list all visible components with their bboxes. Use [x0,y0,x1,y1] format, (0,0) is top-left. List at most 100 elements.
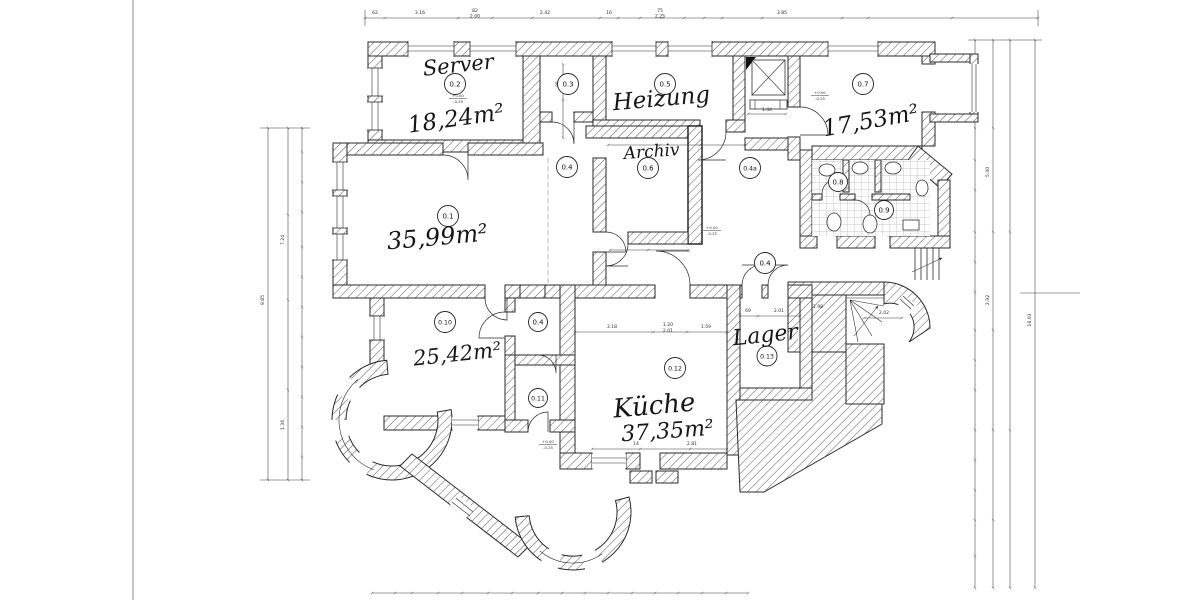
toilet-icon [862,214,878,234]
dim-top-5: 2.42 [540,10,550,16]
sink-icon [915,179,929,197]
room-area-0-7: 17,53m² [821,100,921,142]
room-id-label: 0.4 [759,260,771,268]
dim-lager-2: 2.01 [774,308,784,314]
dim-kitchen-4: 1.59 [701,324,711,330]
stair-direction-arrow [911,257,943,273]
room-id-label: 0.1 [442,213,453,221]
room-tag-0-8: 0.8 [828,172,848,192]
dim-left-1: 9.85 [260,295,266,305]
room-tag-0-4-lower: 0.4 [528,312,548,332]
window-icon [667,41,713,57]
dim-kitchen-b1: 14 [633,441,639,447]
dim-kitchen-3: 2.01 [663,328,673,334]
window-icon [407,41,455,57]
room-tag-0-2: 0.2 [444,73,466,95]
dim-right-1: 5.40 [985,167,991,177]
room-tag-0-6: 0.6 [637,157,659,179]
window-icon [452,417,478,429]
window-icon [827,41,879,57]
window-icon [592,454,626,468]
room-tag-0-5: 0.5 [654,73,676,95]
room-area-server: 18,24m² [406,99,506,138]
room-tag-0-9: 0.9 [874,200,894,220]
level-lower: -0.25 [815,96,825,101]
room-id-label: 0.8 [832,179,843,187]
room-tag-0-10: 0.10 [434,311,456,333]
level-mark: +0.00 -0.25 [703,225,721,236]
room-id-label: 0.6 [642,165,654,173]
dim-top-2: 3.16 [415,10,425,16]
room-tag-0-13: 0.13 [756,345,778,367]
window-icon [611,41,657,57]
level-lower: -0.25 [707,231,717,236]
sink-icon [884,161,902,175]
room-tag-0-1: 0.1 [437,205,459,227]
level-mark: +0.00 -0.25 [449,93,467,104]
dim-top-7: 75 [657,8,663,14]
dim-top-1: 62 [372,10,378,16]
level-marks: +0.00 -0.25 +0.00 -0.25 +0.00 -0.25 +0.0… [449,90,829,450]
room-tag-0-4-upper: 0.4 [556,156,578,178]
toilet-icon [826,212,842,232]
dim-left-3: 1.36 [280,420,286,430]
wc-area [811,159,930,236]
dim-kitchen-b2: 2.81 [687,441,697,447]
room-id-label: 0.4a [743,166,757,173]
window-icon [469,41,517,57]
cistern-icon [902,219,920,231]
level-upper: +0.00 [542,439,554,444]
interior-winder-stair [846,297,885,343]
dimension-chain-left: 9.85 7.24 1.36 [260,126,310,482]
room-tag-0-4a: 0.4a [739,157,761,179]
window-icon [332,195,348,229]
window-icon [367,101,383,131]
dim-top-8: 2.25 [655,14,665,20]
room-tag-0-12: 0.12 [664,357,686,379]
door-swing-arcs [442,106,891,433]
level-mark: +0.00 -0.25 [811,90,829,101]
room-id-label: 0.12 [668,365,682,372]
lift-shaft-icon [746,57,788,110]
window-icon [969,64,979,112]
dim-left-2: 7.24 [280,235,286,245]
level-mark: +0.00 -0.25 [539,439,557,450]
level-upper: +0.00 [706,225,718,230]
dimension-chain-right: 5.40 2.92 16.03 [968,38,1080,590]
room-id-label: 0.13 [760,353,774,360]
room-name-heizung: Heizung [611,82,711,116]
room-tag-0-11: 0.11 [528,388,548,408]
sink-icon [851,161,869,175]
window-icon [332,161,348,191]
dim-kitchen-2: 1.20 [663,322,673,328]
room-id-label: 0.10 [438,319,452,326]
room-id-label: 0.7 [857,81,868,89]
dim-shaft-1: 1.44 [762,107,772,113]
level-upper: +0.00 [814,90,826,95]
dim-entry-2: 1.98 [813,304,823,310]
level-upper: +0.00 [452,93,464,98]
dim-entry-1: 2.02 [879,310,889,316]
level-lower: -0.25 [453,99,463,104]
windows [332,41,979,468]
room-tag-0-7: 0.7 [852,73,874,95]
dim-kitchen-1: 3.18 [607,324,617,330]
room-id-label: 0.4 [561,164,573,172]
room-id-label: 0.4 [532,319,544,327]
window-icon [369,315,385,341]
dim-lager-1: 69 [745,308,751,314]
dimension-chain-top: 62 3.16 82 2.00 2.42 16 75 2.25 3.85 [363,8,1040,26]
room-area-kueche: 37,35m² [620,416,714,447]
exterior-entry-steps [911,248,943,280]
room-id-label: 0.5 [659,81,670,89]
room-name-archiv: Archiv [621,140,681,164]
stair-direction-arrow [853,305,879,337]
room-id-label: 0.11 [531,395,545,402]
dim-top-9: 3.85 [777,10,787,16]
room-tag-0-3: 0.3 [557,73,579,95]
dim-top-3: 82 [472,8,478,14]
room-id-label: 0.9 [878,207,889,215]
room-area-0-10: 25,42m² [411,337,502,370]
room-number-tags: 0.2 0.3 0.5 0.7 0.4 0.6 0.4a 0.1 0.8 0.9… [434,73,894,408]
